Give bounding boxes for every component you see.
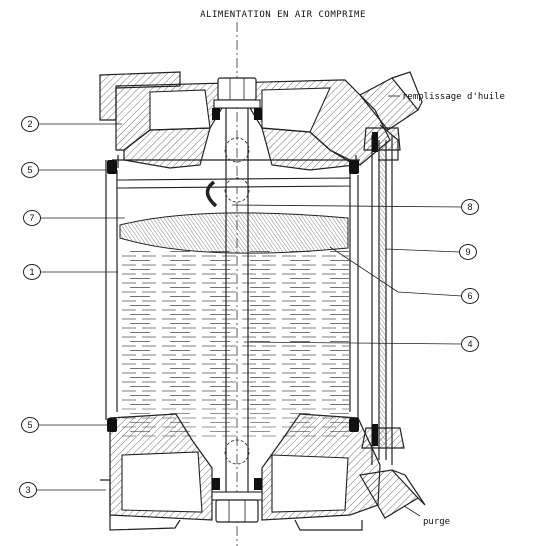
callout-8: 8 <box>461 199 479 215</box>
purge-label: purge <box>423 517 450 527</box>
bowl <box>105 160 359 438</box>
oil-fill-label: remplissage d'huile <box>402 92 505 102</box>
callout-3: 3 <box>19 482 37 498</box>
top-head <box>99 71 391 171</box>
callouts: 2 5 7 1 5 3 8 9 6 4 <box>19 116 479 498</box>
svg-text:4: 4 <box>467 339 472 349</box>
svg-text:2: 2 <box>27 119 32 129</box>
plate-7 <box>116 177 351 189</box>
callout-1: 1 <box>23 264 41 280</box>
callout-9: 9 <box>459 244 477 260</box>
callout-2: 2 <box>21 116 39 132</box>
svg-text:5: 5 <box>27 165 32 175</box>
svg-text:6: 6 <box>467 291 472 301</box>
callout-6: 6 <box>461 288 479 304</box>
leader-lines <box>36 95 463 517</box>
svg-text:9: 9 <box>465 247 470 257</box>
callout-5-bottom: 5 <box>21 417 39 433</box>
svg-text:5: 5 <box>27 420 32 430</box>
callout-7: 7 <box>23 210 41 226</box>
sight-glass-9 <box>361 127 405 465</box>
svg-text:8: 8 <box>467 202 472 212</box>
purge-valve <box>359 469 426 519</box>
svg-text:7: 7 <box>29 213 34 223</box>
center-rod-4 <box>205 77 263 523</box>
svg-text:1: 1 <box>29 267 34 277</box>
svg-text:3: 3 <box>25 485 30 495</box>
seals-5 <box>107 108 359 490</box>
diagram-title: ALIMENTATION EN AIR COMPRIME <box>200 10 366 20</box>
bottom-head <box>100 413 381 531</box>
callout-4: 4 <box>461 336 479 352</box>
float-6 <box>119 212 349 254</box>
callout-5-top: 5 <box>21 162 39 178</box>
